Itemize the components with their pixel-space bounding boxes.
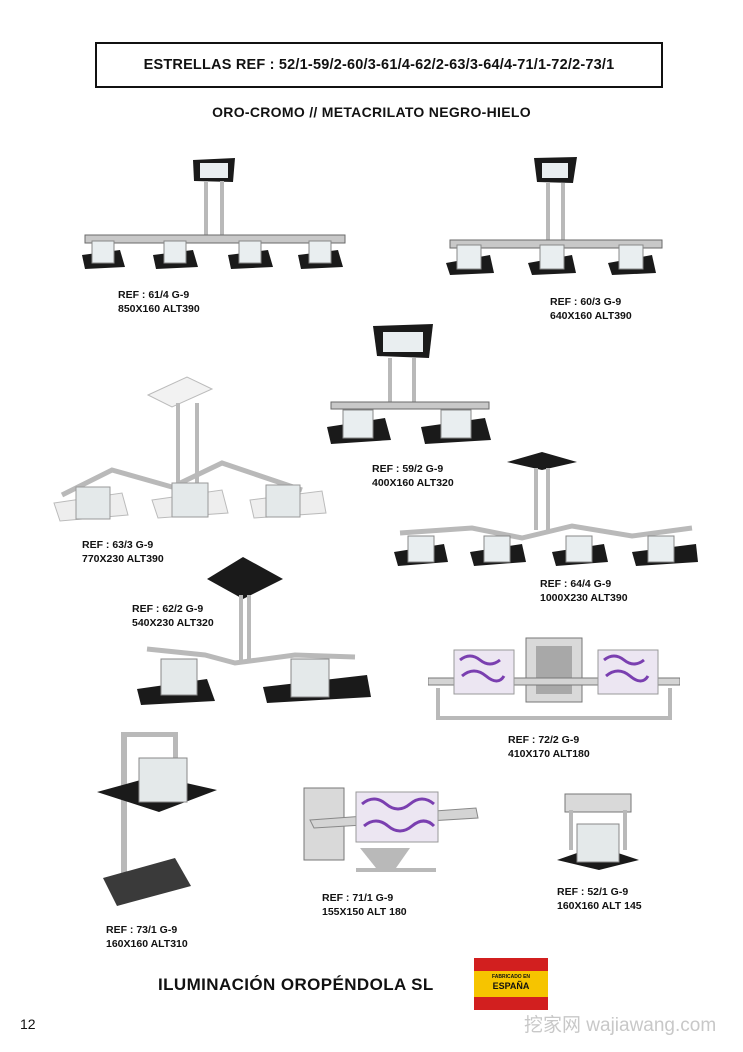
product-dims: 770X230 ALT390: [82, 553, 164, 565]
product-ref: REF : 59/2 G-9: [372, 463, 444, 475]
flag-stripe-middle: [474, 971, 548, 997]
caption-71-1: REF : 71/1 G-9 155X150 ALT 180: [322, 891, 407, 919]
badge-main-text: ESPAÑA: [492, 981, 530, 991]
badge-top-text: FABRICADO EN: [491, 974, 531, 980]
flag-stripe-bottom: [474, 997, 548, 1010]
company-name: ILUMINACIÓN OROPÉNDOLA SL: [158, 975, 434, 994]
flag-stripe-top: [474, 958, 548, 971]
page-number: 12: [20, 1016, 36, 1032]
watermark: 挖家网 wajiawang.com: [524, 1015, 717, 1036]
product-ref: REF : 64/4 G-9: [540, 578, 612, 590]
product-dims: 160X160 ALT310: [106, 938, 188, 950]
product-ref: REF : 60/3 G-9: [550, 296, 622, 308]
lamp-61-4-image: [82, 158, 346, 269]
product-ref: REF : 52/1 G-9: [557, 886, 629, 898]
product-dims: 160X160 ALT 145: [557, 900, 642, 912]
caption-60-3: REF : 60/3 G-9 640X160 ALT390: [550, 295, 632, 323]
caption-73-1: REF : 73/1 G-9 160X160 ALT310: [106, 923, 188, 951]
caption-72-2: REF : 72/2 G-9 410X170 ALT180: [508, 733, 590, 761]
product-ref: REF : 61/4 G-9: [118, 289, 190, 301]
product-dims: 540X230 ALT320: [132, 617, 214, 629]
lamp-64-4-image: [394, 452, 698, 566]
product-ref: REF : 63/3 G-9: [82, 539, 154, 551]
lamp-72-2-image: [428, 637, 680, 720]
lamp-60-3-image: [446, 157, 663, 275]
caption-62-2: REF : 62/2 G-9 540X230 ALT320: [132, 602, 214, 630]
product-ref: REF : 72/2 G-9: [508, 734, 580, 746]
product-ref: REF : 71/1 G-9: [322, 892, 394, 904]
product-dims: 410X170 ALT180: [508, 748, 590, 760]
caption-63-3: REF : 63/3 G-9 770X230 ALT390: [82, 538, 164, 566]
caption-59-2: REF : 59/2 G-9 400X160 ALT320: [372, 462, 454, 490]
product-dims: 400X160 ALT320: [372, 477, 454, 489]
page-title: ESTRELLAS REF : 52/1-59/2-60/3-61/4-62/2…: [143, 57, 615, 73]
lamp-71-1-image: [303, 787, 479, 872]
product-ref: REF : 73/1 G-9: [106, 924, 178, 936]
caption-61-4: REF : 61/4 G-9 850X160 ALT390: [118, 288, 200, 316]
title-box: ESTRELLAS REF : 52/1-59/2-60/3-61/4-62/2…: [95, 42, 663, 88]
caption-52-1: REF : 52/1 G-9 160X160 ALT 145: [557, 885, 642, 913]
product-dims: 155X150 ALT 180: [322, 906, 407, 918]
lamp-62-2-image: [137, 557, 371, 705]
lamp-59-2-image: [327, 324, 491, 444]
page-subtitle: ORO-CROMO // METACRILATO NEGRO-HIELO: [212, 104, 531, 120]
lamp-52-1-image: [557, 793, 639, 870]
caption-64-4: REF : 64/4 G-9 1000X230 ALT390: [540, 577, 628, 605]
product-ref: REF : 62/2 G-9: [132, 603, 204, 615]
lamp-63-3-image: [53, 376, 327, 522]
made-in-spain-badge: FABRICADO EN ESPAÑA: [474, 958, 548, 1010]
product-dims: 850X160 ALT390: [118, 303, 200, 315]
lamp-73-1-image: [97, 732, 217, 906]
product-dims: 640X160 ALT390: [550, 310, 632, 322]
product-dims: 1000X230 ALT390: [540, 592, 628, 604]
